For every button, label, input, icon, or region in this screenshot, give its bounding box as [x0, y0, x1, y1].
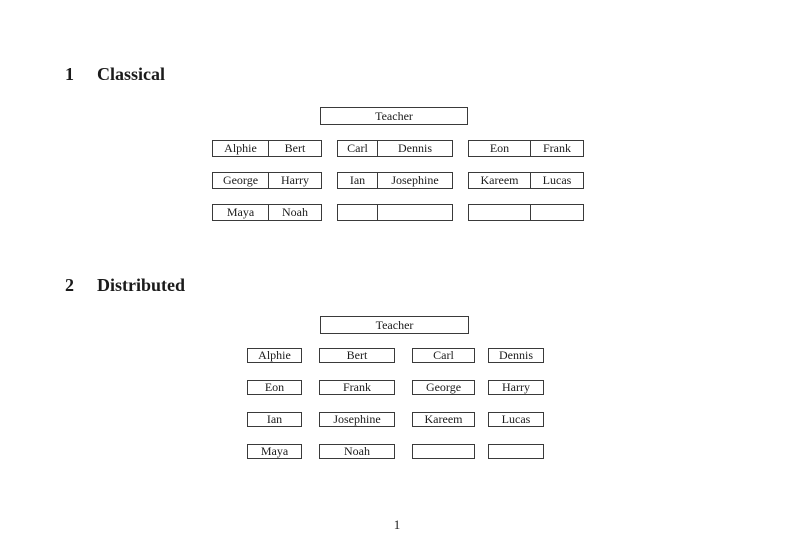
desk-seat-cell — [531, 205, 583, 220]
seat-box: Kareem — [412, 412, 475, 427]
desk-box: Kareem Lucas — [468, 172, 584, 189]
desk-box: Maya Noah — [212, 204, 322, 221]
seat-box: Maya — [247, 444, 302, 459]
page-number: 1 — [393, 517, 401, 532]
desk-seat-cell: Bert — [284, 141, 306, 155]
desk-seat-cell: Eon — [469, 141, 531, 156]
desk-seat-cell — [338, 205, 378, 220]
desk-seat-cell: Josephine — [391, 173, 439, 187]
desk-seat-cell — [469, 205, 531, 220]
desk-seat-cell: Ian — [338, 173, 378, 188]
desk-seat-cell: Harry — [281, 173, 309, 187]
seat-box: Alphie — [247, 348, 302, 363]
teacher-box: Teacher — [320, 316, 469, 334]
teacher-box: Teacher — [320, 107, 468, 125]
desk-seat-cell: Dennis — [398, 141, 432, 155]
desk-seat-cell: Carl — [338, 141, 378, 156]
seat-box: Eon — [247, 380, 302, 395]
desk-seat-cell: Noah — [282, 205, 308, 219]
desk-box-empty — [468, 204, 584, 221]
desk-box: George Harry — [212, 172, 322, 189]
desk-box: Alphie Bert — [212, 140, 322, 157]
desk-box: Carl Dennis — [337, 140, 453, 157]
seat-box-empty — [488, 444, 544, 459]
seat-box: Ian — [247, 412, 302, 427]
section-number: 2 — [65, 275, 74, 295]
desk-box: Eon Frank — [468, 140, 584, 157]
seat-box-empty — [412, 444, 475, 459]
desk-seat-cell: Kareem — [469, 173, 531, 188]
seat-box: Harry — [488, 380, 544, 395]
seat-box: Noah — [319, 444, 395, 459]
desk-seat-cell: Alphie — [213, 141, 269, 156]
seat-box: Bert — [319, 348, 395, 363]
seat-box: Dennis — [488, 348, 544, 363]
section-title: Distributed — [97, 275, 186, 295]
seat-box: Carl — [412, 348, 475, 363]
desk-box: Ian Josephine — [337, 172, 453, 189]
seat-box: Lucas — [488, 412, 544, 427]
seat-box: Josephine — [319, 412, 395, 427]
seat-box: Frank — [319, 380, 395, 395]
desk-seat-cell: George — [213, 173, 269, 188]
desk-box-empty — [337, 204, 453, 221]
desk-seat-cell: Lucas — [542, 173, 572, 187]
teacher-label: Teacher — [375, 317, 414, 332]
seat-box: George — [412, 380, 475, 395]
desk-seat-cell — [378, 205, 452, 220]
desk-seat-cell: Maya — [213, 205, 269, 220]
section-number: 1 — [65, 64, 74, 84]
section-title: Classical — [97, 64, 166, 84]
teacher-label: Teacher — [375, 108, 413, 123]
desk-seat-cell: Frank — [543, 141, 571, 155]
